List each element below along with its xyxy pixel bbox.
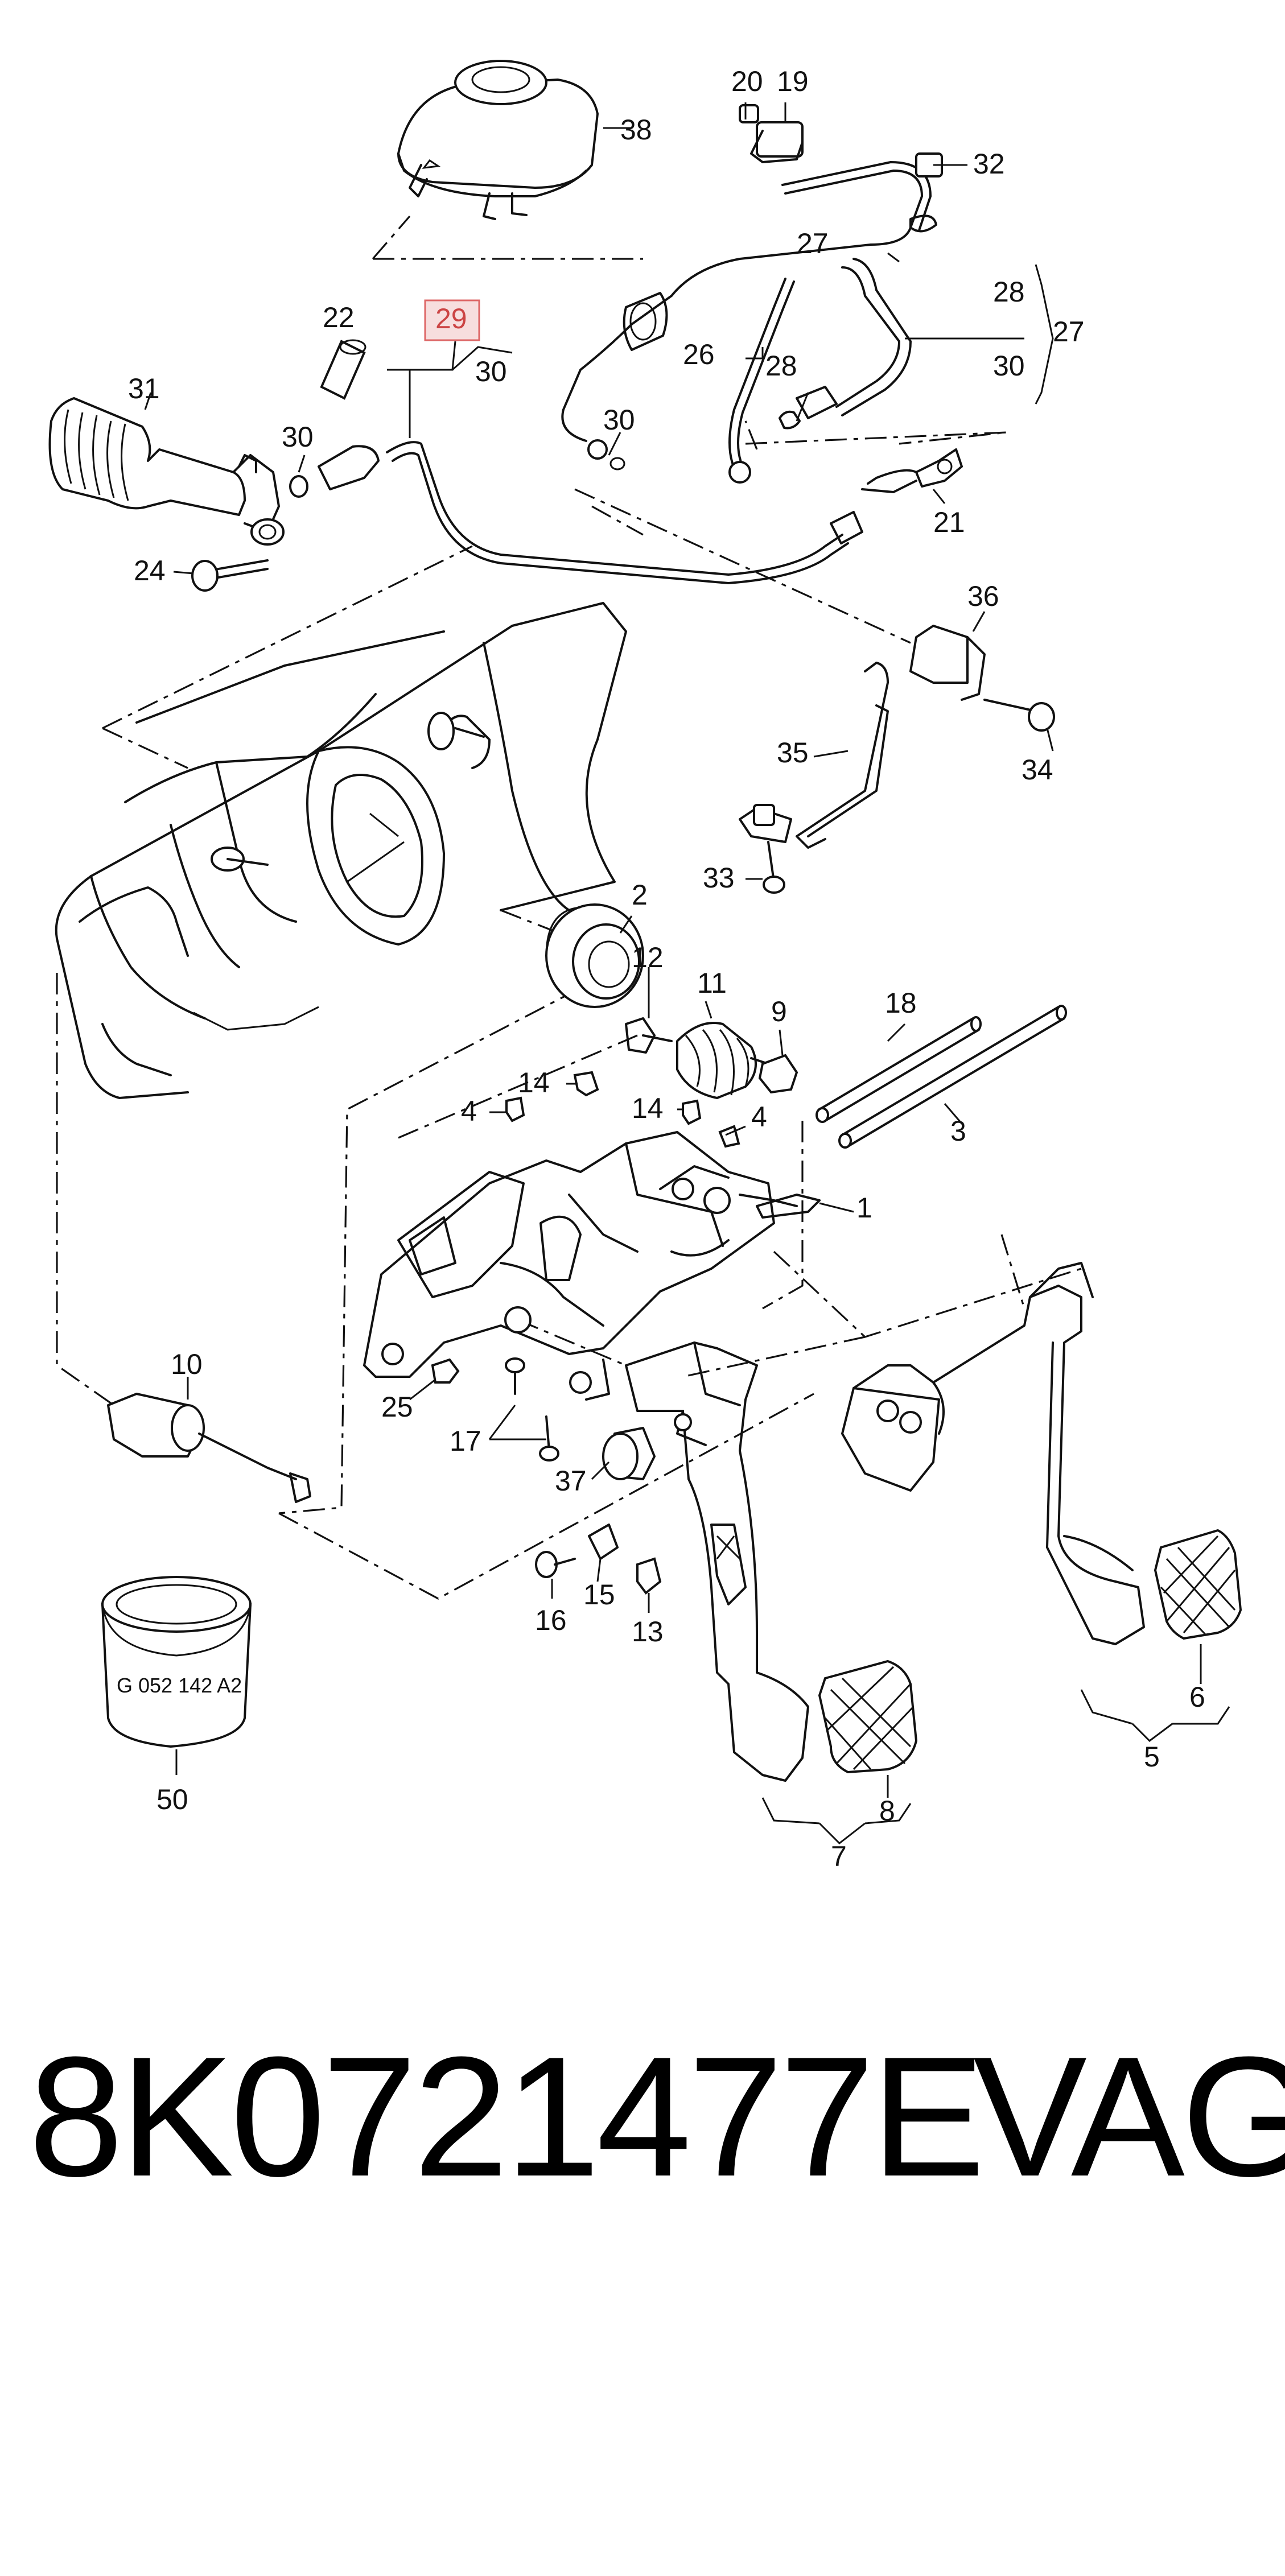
exploded-parts-diagram: G 052 142 A2	[48, 60, 1242, 1872]
callout-5: 5	[1144, 1741, 1160, 1773]
callout-24: 24	[134, 555, 166, 587]
seal-ring	[545, 903, 644, 1008]
callout-10: 10	[171, 1348, 203, 1380]
callout-4b: 4	[751, 1101, 767, 1133]
callout-34: 34	[1022, 754, 1053, 786]
callout-33: 33	[703, 862, 735, 894]
clutch-pedal-assembly	[625, 1341, 918, 1782]
callout-28a: 28	[993, 276, 1025, 308]
callout-26: 26	[683, 338, 715, 370]
callout-27a: 27	[797, 228, 829, 259]
callout-30d: 30	[282, 421, 314, 453]
callout-17: 17	[450, 1425, 481, 1457]
callout-20: 20	[731, 65, 763, 97]
callout-25: 25	[381, 1391, 413, 1423]
grease-can-50	[101, 1576, 252, 1748]
callout-8: 8	[879, 1795, 895, 1827]
callout-31: 31	[128, 373, 160, 404]
hydraulic-pipes	[386, 161, 932, 584]
clutch-master-cylinder	[48, 397, 380, 546]
callout-9: 9	[771, 996, 787, 1027]
callout-11: 11	[697, 967, 727, 999]
callout-35: 35	[777, 737, 809, 769]
callout-15: 15	[583, 1579, 615, 1611]
bracket-35-36	[739, 625, 1055, 849]
callout-30a: 30	[993, 350, 1025, 382]
pedal-bracket	[363, 1131, 798, 1401]
callout-1: 1	[856, 1192, 872, 1224]
callout-32: 32	[973, 148, 1005, 180]
rods-18-3	[816, 1005, 1067, 1149]
can-label: G 052 142 A2	[117, 1674, 242, 1697]
callout-28b: 28	[765, 350, 797, 382]
sleeve-22	[320, 339, 366, 400]
clip-12	[625, 1017, 673, 1054]
callout-14a: 14	[518, 1067, 550, 1099]
callout-29: 29	[435, 303, 467, 335]
part-number: 8K0721477E	[28, 2021, 985, 2212]
callout-4a: 4	[461, 1095, 477, 1127]
pedal-switch-10	[107, 1393, 311, 1503]
pipe-clip-bracket	[739, 104, 804, 163]
callout-50: 50	[156, 1784, 188, 1815]
callout-29-bracket	[387, 341, 513, 438]
callout-leaders	[144, 102, 1230, 1844]
knob-37	[602, 1427, 656, 1480]
pin-1	[756, 1194, 821, 1219]
callout-3: 3	[950, 1115, 966, 1147]
bolt-33	[763, 841, 785, 894]
pipe-fittings	[587, 439, 963, 544]
callout-27b: 27	[1053, 316, 1085, 348]
bolts-17	[505, 1357, 559, 1462]
clip-9	[758, 1054, 798, 1094]
hose-fitting	[779, 386, 838, 430]
callout-14b: 14	[632, 1092, 664, 1124]
callout-30b: 30	[603, 404, 635, 436]
firewall-panel	[55, 602, 627, 1099]
callout-38: 38	[620, 114, 652, 146]
assembly-dash-lines	[56, 215, 1082, 1600]
callout-22: 22	[323, 302, 355, 333]
callout-21: 21	[933, 506, 965, 538]
brake-pedal-assembly	[841, 1262, 1242, 1645]
spring-11	[676, 1022, 769, 1099]
callout-12: 12	[632, 942, 664, 973]
callout-13: 13	[632, 1616, 664, 1648]
callout-16: 16	[535, 1604, 567, 1636]
brand-name: VAG	[973, 2021, 1285, 2212]
callout-30c: 30	[475, 356, 507, 387]
part-number-footer: 8K0721477E VAG	[28, 2021, 1285, 2212]
callout-36: 36	[967, 580, 999, 612]
nut-25	[431, 1358, 460, 1384]
callout-labels: 38 20 19 32 27 28 27 30 26 28 30 21 22 2…	[128, 65, 1205, 1872]
brake-fluid-reservoir	[397, 60, 599, 220]
callout-19: 19	[777, 65, 809, 97]
callout-6: 6	[1189, 1681, 1205, 1713]
callout-2: 2	[632, 879, 648, 911]
small-fittings	[535, 1524, 662, 1595]
bolt-24	[191, 559, 269, 592]
callout-18: 18	[885, 987, 917, 1019]
callout-7: 7	[831, 1840, 847, 1872]
pipe-grommet	[623, 292, 668, 351]
callout-29-highlight	[424, 299, 480, 341]
callout-37: 37	[555, 1465, 587, 1497]
